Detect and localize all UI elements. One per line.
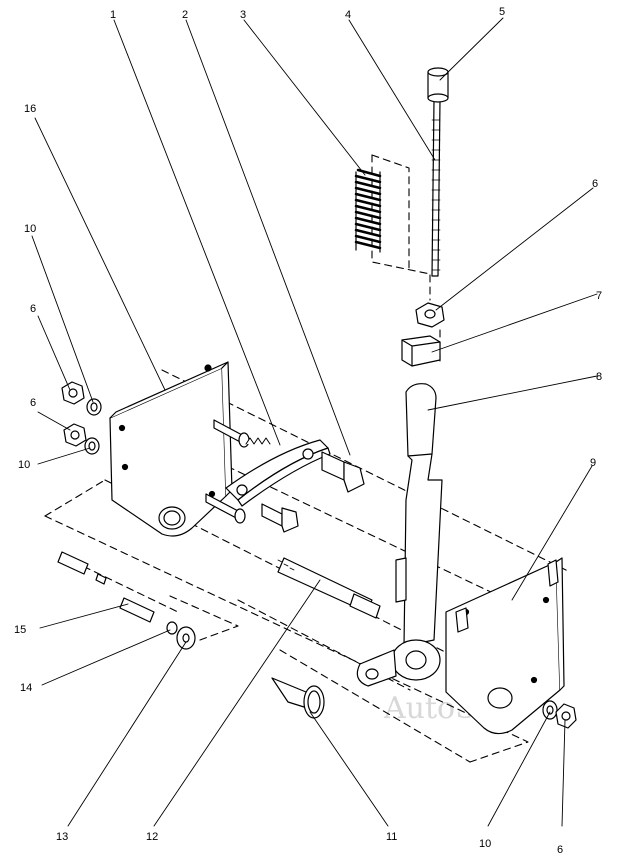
callout-7: 7: [596, 290, 602, 302]
callout-15: 15: [14, 624, 26, 636]
guide-block: [401, 335, 441, 367]
callout-4: 4: [345, 9, 351, 21]
callout-1: 1: [110, 9, 116, 21]
callout-2: 2: [182, 9, 188, 21]
right-mounting-plate: [445, 557, 565, 735]
callout-14: 14: [20, 682, 32, 694]
left-mounting-plate: [109, 361, 233, 537]
rod-knob: [427, 67, 449, 103]
callout-5: 5: [499, 6, 505, 18]
control-lever: [356, 383, 443, 687]
callout-10-upper: 10: [24, 223, 36, 235]
callout-12: 12: [146, 831, 158, 843]
callout-8: 8: [596, 371, 602, 383]
bushing: [271, 677, 325, 719]
callout-6-bottom: 6: [557, 844, 563, 856]
lower-fasteners: [57, 551, 196, 650]
axle-shaft: [277, 557, 381, 619]
callout-6-top: 6: [592, 178, 598, 190]
nuts-and-washers-left: [61, 381, 102, 455]
callout-10-bottom: 10: [479, 838, 491, 850]
callout-labels: 1 2 3 4 5 6 7 8 9 10 6 6 10 16 15 14 13 …: [14, 6, 602, 856]
callout-6-left-lower: 6: [30, 397, 36, 409]
callout-10-lower: 10: [18, 459, 30, 471]
threaded-rod: [431, 99, 441, 277]
callout-16: 16: [24, 103, 36, 115]
callout-13: 13: [56, 831, 68, 843]
callout-9: 9: [590, 457, 596, 469]
callout-11: 11: [386, 831, 397, 843]
leader-lines: [31, 17, 598, 827]
callout-3: 3: [240, 9, 246, 21]
toothed-sector: [225, 437, 331, 507]
nuts-and-washers-right: [542, 700, 577, 729]
callout-6-left-upper: 6: [30, 303, 36, 315]
hex-bolts: [261, 451, 365, 533]
coil-spring: [354, 168, 382, 253]
